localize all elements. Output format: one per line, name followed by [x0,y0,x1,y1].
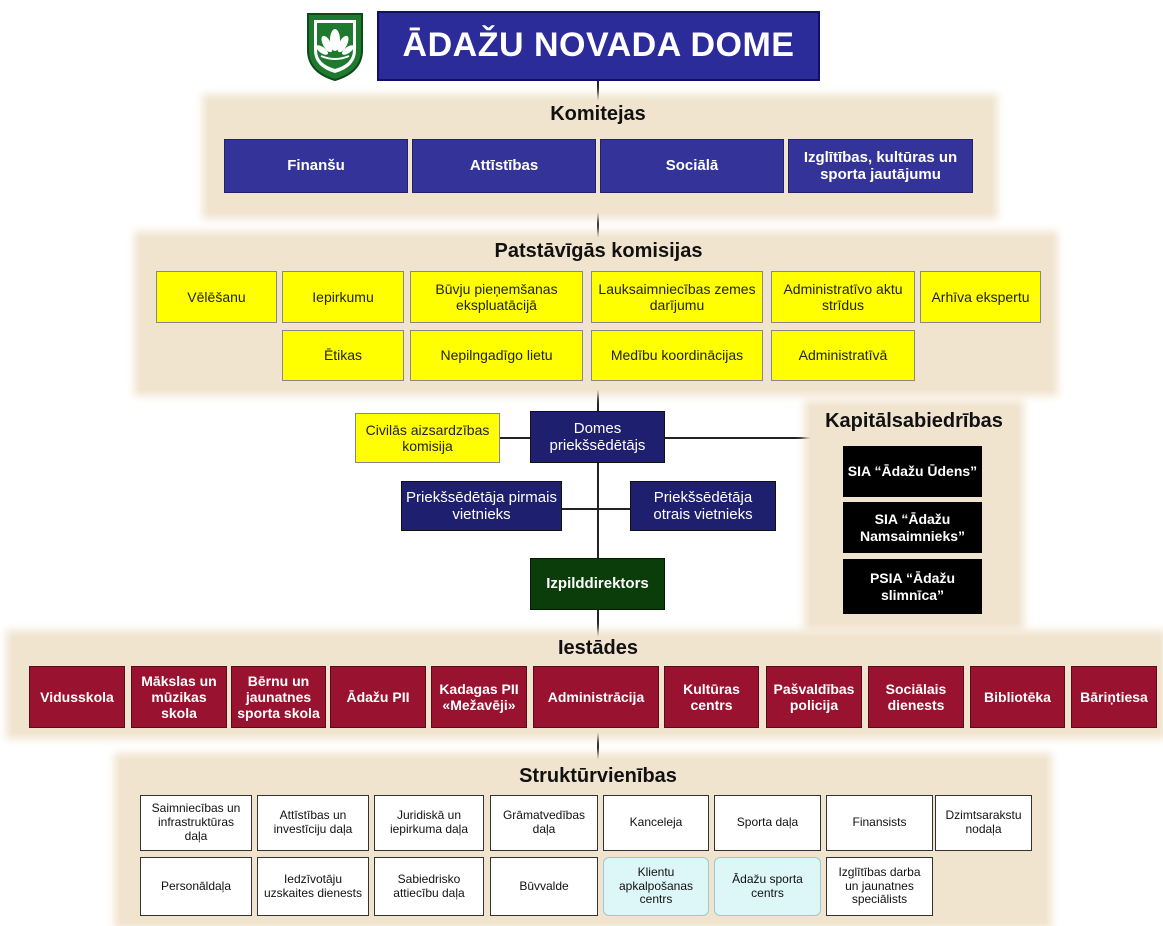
connector-chair-director [597,462,599,558]
commission-elections: Vēlēšanu [156,271,277,323]
institution-sports-school: Bērnu un jaunatnes sporta skola [231,666,326,728]
unit-chancellery: Kanceleja [603,795,709,851]
commission-minors-affairs: Nepilngadīgo lietu [410,330,583,381]
connector-deputy2 [598,508,630,510]
connector-commissions-chair [597,390,599,412]
connector-deputy1 [562,508,598,510]
commission-administrative-disputes: Administratīvo aktu strīdus [771,271,915,323]
council-logo [304,10,366,82]
commission-archive-experts: Arhīva ekspertu [920,271,1041,323]
unit-client-service-centre: Klientu apkalpošanas centrs [603,857,709,916]
committee-social: Sociālā [600,139,784,193]
commission-hunting-coordination: Medību koordinācijas [591,330,763,381]
executive-director: Izpilddirektors [530,558,665,610]
institution-orphans-court: Bāriņtiesa [1071,666,1157,728]
institution-library: Bibliotēka [970,666,1065,728]
companies-title: Kapitālsabiedrības [825,410,1003,432]
commission-procurement: Iepirkumu [282,271,404,323]
company-adazu-slimnica: PSIA “Ādažu slimnīca” [843,559,982,614]
connector-chair-companies [665,437,810,439]
unit-education-youth-specialist: Izglītības darba un jaunatnes speciālist… [826,857,933,916]
institution-culture-centre: Kultūras centrs [664,666,759,728]
unit-building-authority: Būvvalde [490,857,598,916]
committees-title: Komitejas [550,103,646,125]
council-chair: Domes priekšsēdētājs [530,411,665,463]
connector-civil-chair [500,437,530,439]
first-deputy-chair: Priekšsēdētāja pirmais vietnieks [401,481,562,531]
institution-adazu-pii: Ādažu PII [330,666,426,728]
institution-art-music-school: Mākslas un mūzikas skola [131,666,227,728]
commission-administrative: Administratīvā [771,330,915,381]
page-title: ĀDAŽU NOVADA DOME [377,11,820,81]
unit-financier: Finansists [826,795,933,851]
company-adazu-udens: SIA “Ādažu Ūdens” [843,446,982,497]
commissions-title: Patstāvīgās komisijas [494,240,703,262]
connector-institutions-units [597,733,599,759]
institutions-title: Iestādes [557,637,639,659]
civil-defence-commission: Civilās aizsardzības komisija [355,413,500,463]
connector-main-vertical [597,80,599,100]
unit-residents-registration: Iedzīvotāju uzskaites dienests [257,857,369,916]
committee-education: Izglītības, kultūras un sporta jautājumu [788,139,973,193]
commission-building-acceptance: Būvju pieņemšanas ekspluatācijā [410,271,583,323]
connector-director-institutions [597,610,599,636]
commission-agricultural-land: Lauksaimniecības zemes darījumu [591,271,763,323]
second-deputy-chair: Priekšsēdētāja otrais vietnieks [630,481,776,531]
institution-administration: Administrācija [533,666,659,728]
unit-legal-procurement: Juridiskā un iepirkuma daļa [374,795,484,851]
connector-committees-commissions [597,213,599,237]
unit-public-relations: Sabiedrisko attiecību daļa [374,857,484,916]
units-title: Struktūrvienības [519,765,677,787]
unit-accounting: Grāmatvedības daļa [490,795,598,851]
unit-adazu-sports-centre: Ādažu sporta centrs [714,857,821,916]
commission-ethics: Ētikas [282,330,404,381]
committee-finance: Finanšu [224,139,408,193]
institution-social-service: Sociālais dienests [868,666,964,728]
institution-municipal-police: Pašvaldības policija [766,666,862,728]
unit-development-investment: Attīstības un investīciju daļa [257,795,369,851]
unit-registry-office: Dzimtsarakstu nodaļa [935,795,1032,851]
committee-development: Attīstības [412,139,596,193]
company-adazu-namsaimnieks: SIA “Ādažu Namsaimnieks” [843,502,982,553]
unit-sports: Sporta daļa [714,795,821,851]
institution-kadagas-pii: Kadagas PII «Mežavēji» [431,666,527,728]
lotus-crest-icon [307,13,363,82]
institution-secondary-school: Vidusskola [29,666,125,728]
unit-personnel: Personāldaļa [140,857,252,916]
unit-household-infrastructure: Saimniecības un infrastruktūras daļa [140,795,252,851]
